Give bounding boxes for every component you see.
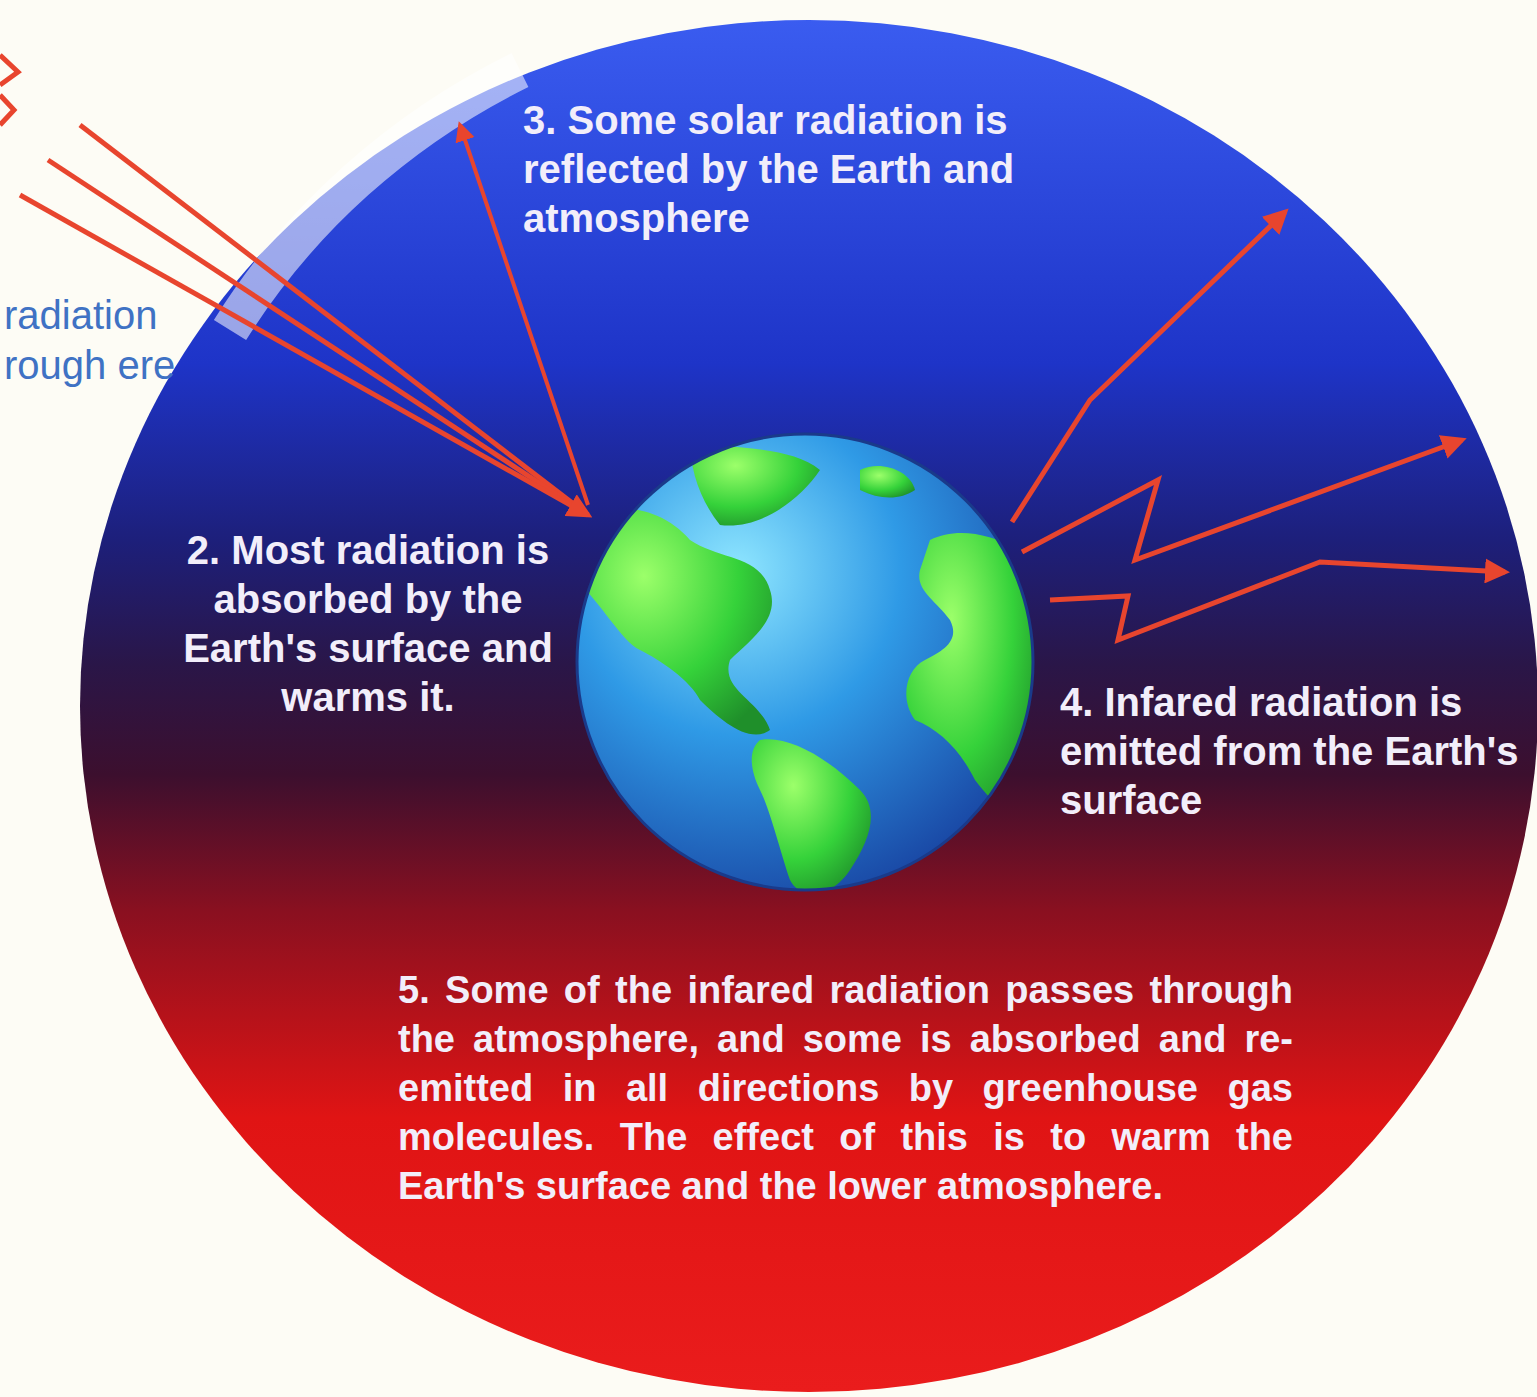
sun-rays: [0, 55, 18, 125]
step-text: 2. Most radiation is absorbed by the Ear…: [153, 526, 583, 722]
atmosphere-circle: 3. Some solar radiation is reflected by …: [78, 18, 1537, 1394]
step-text: 3. Some solar radiation is reflected by …: [523, 96, 1043, 243]
step-text: 5. Some of the infared radiation passes …: [398, 966, 1293, 1211]
cropped-caption: radiation rough ere: [4, 290, 184, 390]
step-text: 4. Infared radiation is emitted from the…: [1060, 678, 1520, 825]
